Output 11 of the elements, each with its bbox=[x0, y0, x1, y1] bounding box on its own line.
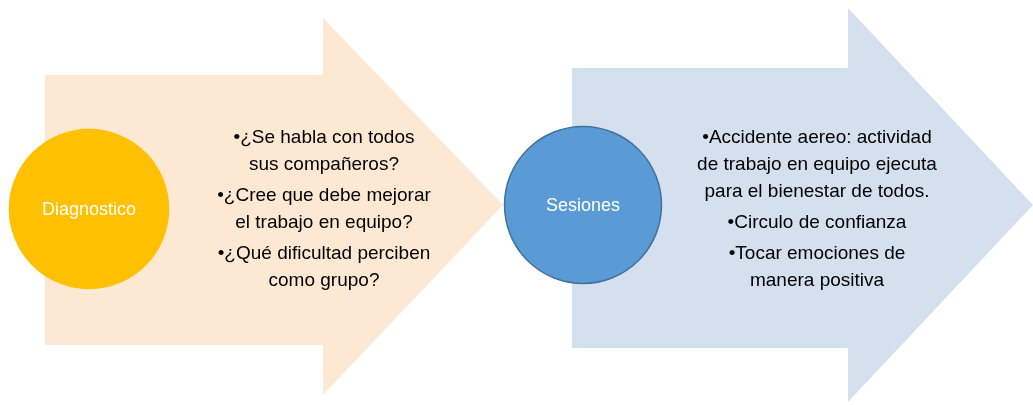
bullet-text: •¿Qué dificultad perciben como grupo? bbox=[217, 241, 431, 292]
bullet-text: •Circulo de confianza bbox=[727, 210, 907, 234]
step-label: Diagnostico bbox=[41, 197, 137, 221]
bullet-text: •Accidente aereo: actividad de trabajo en equipo ejecuta para el bienestar de todos. bbox=[697, 125, 937, 203]
bullet-text: •¿Cree que debe mejorar el trabajo en equipo? bbox=[217, 183, 431, 234]
bullet-text: •Tocar emociones de manera positiva bbox=[727, 241, 907, 292]
circle-shape bbox=[503, 125, 663, 285]
bullet-text: •¿Se habla con todos sus compañeros? bbox=[232, 125, 416, 176]
block-arrow bbox=[45, 18, 503, 395]
circle-shape bbox=[8, 128, 170, 290]
step-label: Sesiones bbox=[545, 193, 621, 217]
